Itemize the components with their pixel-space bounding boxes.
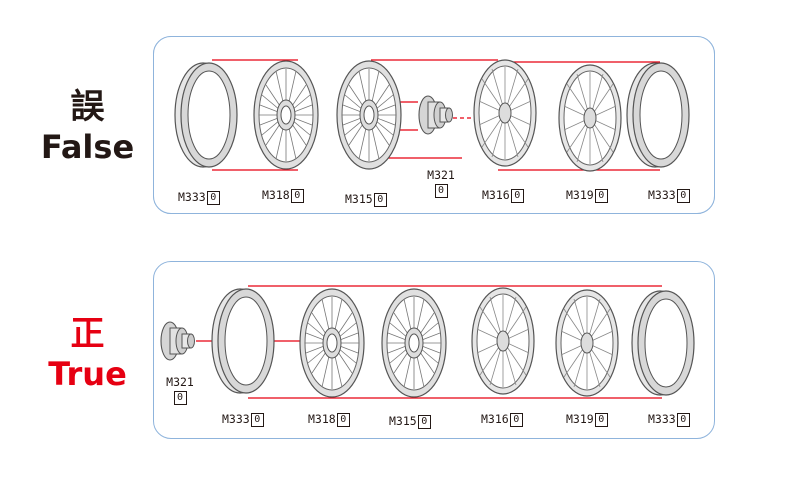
wheel-hub-icon [160,321,196,361]
spoke-wheel-icon [336,60,402,170]
spoke-wheel-icon [381,288,447,398]
spoke-wheel-icon [253,60,319,170]
true-word: True [48,355,127,393]
true-label: 正 True [30,314,145,394]
tire-rim-icon [174,62,238,168]
spoke-wheel-icon [555,289,619,397]
tire-rim-icon [626,62,690,168]
spoke-wheel-icon [471,287,535,395]
tire-rim-icon [211,288,275,394]
wheel-hub-icon [418,95,454,135]
false-word: False [40,128,135,166]
true-kanji: 正 [70,314,105,354]
tire-rim-icon [631,290,695,396]
spoke-wheel-icon [558,64,622,172]
spoke-wheel-icon [299,288,365,398]
spoke-wheel-icon [473,59,537,167]
false-label: 誤 False [30,87,145,167]
false-kanji: 誤 [70,87,105,127]
